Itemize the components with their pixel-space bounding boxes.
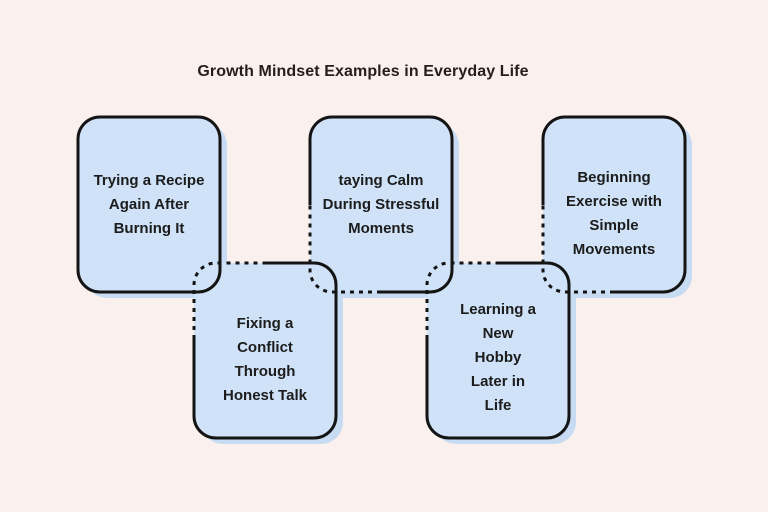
card-text-line: Hobby xyxy=(474,348,522,366)
card-text-line: Later in xyxy=(470,372,526,390)
card-2-border-solid xyxy=(192,261,338,440)
card-2-fill xyxy=(194,263,336,438)
card-text-line: Movements xyxy=(572,240,656,258)
card-1-border-solid xyxy=(76,115,222,294)
card-text-line: During Stressful xyxy=(322,195,440,213)
card-text-line: taying Calm xyxy=(338,171,424,189)
card-text-line: Honest Talk xyxy=(223,386,307,404)
card-2-border-dashed xyxy=(192,261,265,339)
card-trying-recipe: Trying a Recipe Again After Burning It xyxy=(78,117,220,292)
card-text-line: Burning It xyxy=(113,219,185,237)
card-text-line: Simple xyxy=(589,216,639,234)
card-text-line: Fixing a xyxy=(236,314,294,332)
card-text-line: Beginning xyxy=(577,168,651,186)
card-4-border-solid xyxy=(425,261,571,440)
card-5-fill xyxy=(543,117,685,292)
card-beginning-exercise: Beginning Exercise with Simple Movements xyxy=(543,117,685,292)
card-4-fill xyxy=(427,263,569,438)
card-3-border-solid xyxy=(308,115,454,294)
card-text-line: Life xyxy=(484,396,512,414)
card-4-border-dashed xyxy=(425,261,498,339)
card-text-line: New xyxy=(482,324,514,342)
card-5-border-solid xyxy=(541,115,687,294)
card-text-line: Through xyxy=(234,362,296,380)
card-text-line: Again After xyxy=(108,195,190,213)
card-fixing-conflict: Fixing a Conflict Through Honest Talk xyxy=(194,263,336,438)
card-text-line: Trying a Recipe xyxy=(93,171,205,189)
card-text-line: Exercise with xyxy=(566,192,662,210)
card-text-line: Learning a xyxy=(460,300,536,318)
card-text-line: Moments xyxy=(348,219,414,237)
diagram-title: Growth Mindset Examples in Everyday Life xyxy=(197,63,529,80)
card-5-border-dashed xyxy=(541,205,614,294)
card-text-line: Conflict xyxy=(237,338,293,356)
card-staying-calm: taying Calm During Stressful Moments xyxy=(310,117,452,292)
card-3-border-dashed xyxy=(308,205,381,294)
card-learning-hobby: Learning a New Hobby Later in Life xyxy=(427,263,569,438)
card-3-fill xyxy=(310,117,452,292)
card-1-fill xyxy=(78,117,220,292)
